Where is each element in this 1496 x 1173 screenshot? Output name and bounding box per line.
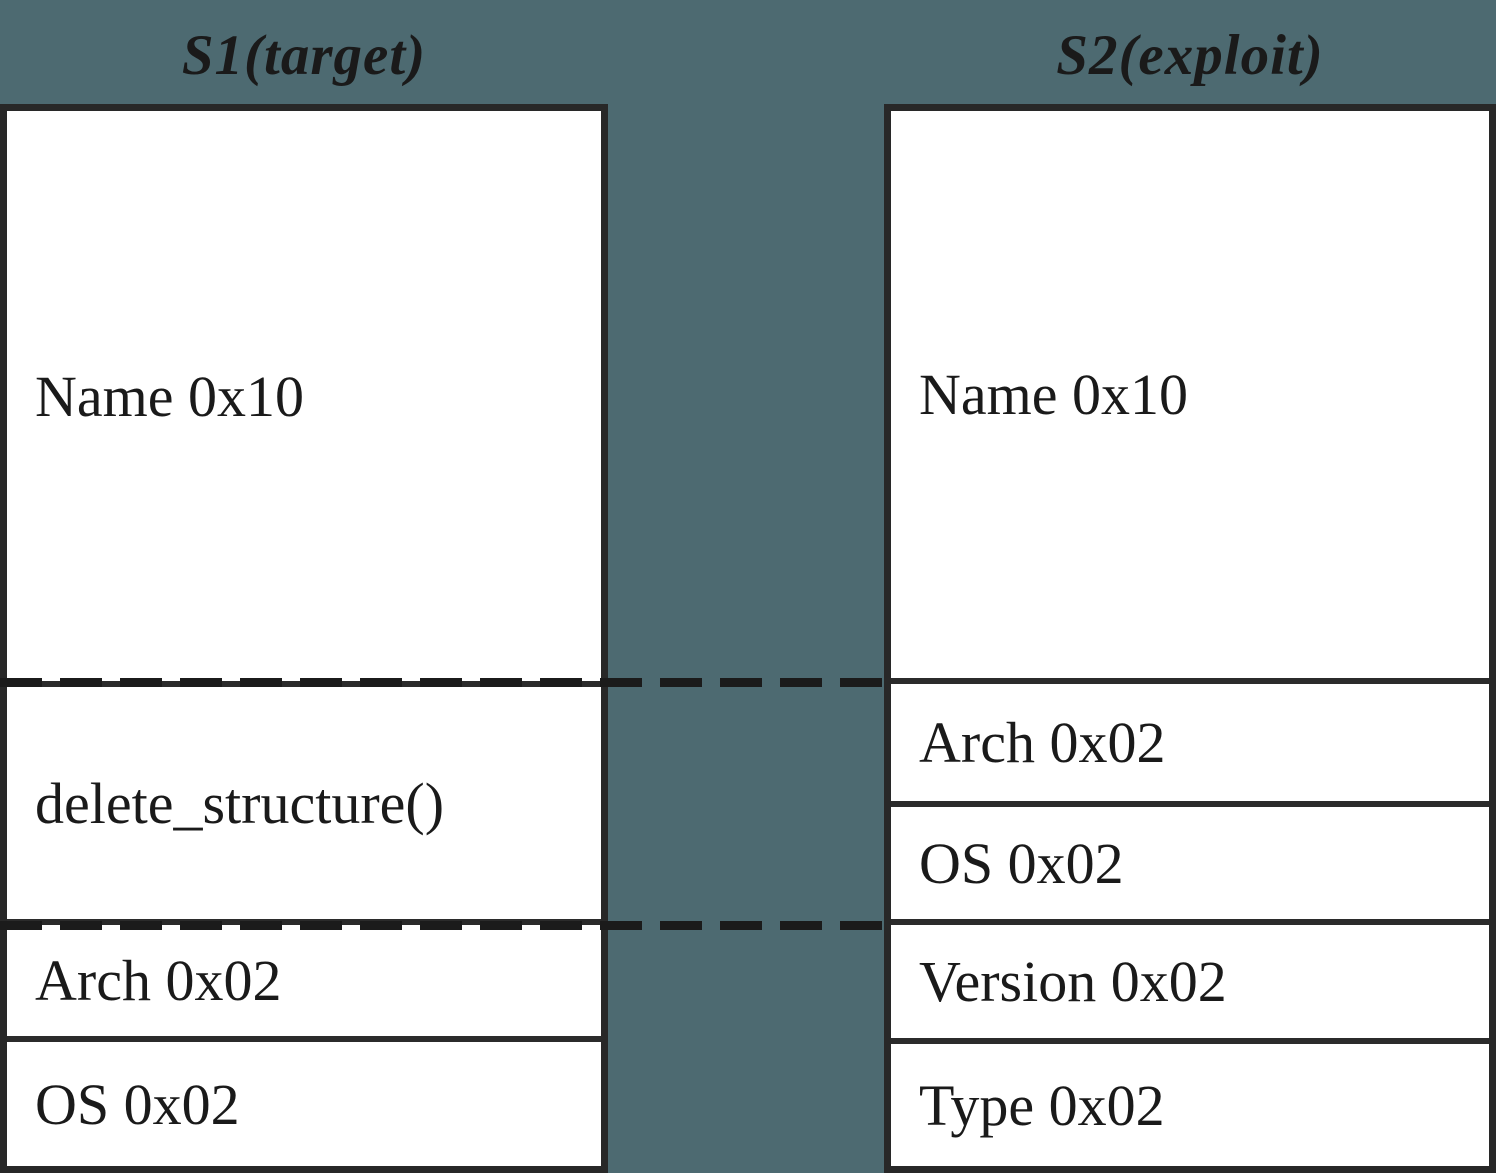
s1-structure-box: Name 0x10 delete_structure() Arch 0x02 O… xyxy=(0,104,608,1173)
s1-field-delete-structure: delete_structure() xyxy=(7,681,601,919)
s2-field-type: Type 0x02 xyxy=(891,1038,1489,1166)
s1-field-os: OS 0x02 xyxy=(7,1036,601,1166)
s1-field-name: Name 0x10 xyxy=(35,363,304,429)
s2-exploit-title: S2(exploit) xyxy=(1056,23,1324,87)
s2-field-version: Version 0x02 xyxy=(891,919,1489,1038)
s2-field-name: Name 0x10 xyxy=(919,362,1188,427)
s2-field-arch: Arch 0x02 xyxy=(891,678,1489,801)
dashed-alignment-line-top xyxy=(0,678,891,687)
dashed-alignment-line-bottom xyxy=(0,921,891,930)
s2-structure-box: Name 0x10 Arch 0x02 OS 0x02 Version 0x02… xyxy=(884,104,1496,1173)
s1-field-arch: Arch 0x02 xyxy=(7,919,601,1036)
s2-field-os: OS 0x02 xyxy=(891,801,1489,919)
s1-target-title: S1(target) xyxy=(181,23,427,87)
